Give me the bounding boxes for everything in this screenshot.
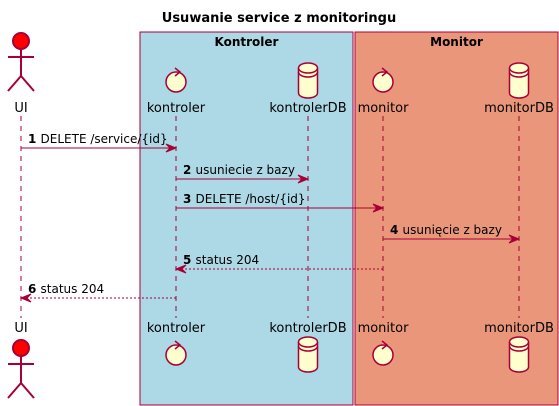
control-icon	[165, 67, 187, 93]
message-label: 1 DELETE /service/{id}	[28, 132, 168, 146]
participant-top-kontroler: kontroler	[147, 101, 206, 116]
participant-bottom-monitor: monitor	[358, 321, 410, 336]
participant-top-kontrolerDB: kontrolerDB	[269, 101, 346, 116]
message-text: status 204	[41, 282, 105, 296]
message-label: 2 usuniecie z bazy	[183, 163, 295, 177]
diagram-title: Usuwanie service z monitoringu	[162, 11, 396, 26]
database-icon	[297, 62, 319, 99]
participant-bottom-kontrolerDB: kontrolerDB	[269, 321, 346, 336]
message-number: 4	[390, 223, 403, 237]
participant-bottom-monitorDB: monitorDB	[484, 321, 554, 336]
message-4: 4 usunięcie z bazy	[383, 223, 521, 244]
participant-bottom-kontroler: kontroler	[147, 321, 206, 336]
control-icon	[165, 340, 187, 366]
actor-icon	[7, 32, 35, 92]
message-5: 5 status 204	[174, 253, 383, 274]
message-2: 2 usuniecie z bazy	[176, 163, 310, 184]
participant-top-monitorDB: monitorDB	[484, 101, 554, 116]
message-number: 3	[183, 192, 196, 206]
message-label: 4 usunięcie z bazy	[390, 223, 502, 237]
arrowhead-icon	[19, 293, 32, 303]
box-title-kontroler: Kontroler	[215, 35, 279, 49]
message-number: 6	[28, 282, 41, 296]
arrowhead-icon	[508, 234, 521, 244]
database-icon	[508, 336, 530, 373]
participant-top-monitor: monitor	[358, 101, 410, 116]
participant-bottom-ui: UI	[14, 321, 27, 336]
control-icon	[372, 67, 394, 93]
message-text: DELETE /host/{id}	[196, 192, 306, 206]
message-label: 6 status 204	[28, 282, 104, 296]
message-text: status 204	[196, 253, 260, 267]
message-number: 2	[183, 163, 196, 177]
message-6: 6 status 204	[19, 282, 176, 303]
database-icon	[297, 336, 319, 373]
arrowhead-icon	[165, 143, 178, 153]
arrowhead-icon	[174, 264, 187, 274]
database-icon	[508, 62, 530, 99]
message-text: DELETE /service/{id}	[41, 132, 168, 146]
message-3: 3 DELETE /host/{id}	[176, 192, 385, 213]
message-label: 5 status 204	[183, 253, 259, 267]
box-title-monitor: Monitor	[430, 35, 483, 49]
arrowhead-icon	[372, 203, 385, 213]
message-1: 1 DELETE /service/{id}	[21, 132, 178, 153]
message-label: 3 DELETE /host/{id}	[183, 192, 306, 206]
message-text: usunięcie z bazy	[403, 223, 502, 237]
arrowhead-icon	[297, 174, 310, 184]
message-number: 5	[183, 253, 196, 267]
control-icon	[372, 340, 394, 366]
actor-icon	[7, 339, 35, 399]
participant-top-ui: UI	[14, 101, 27, 116]
message-number: 1	[28, 132, 41, 146]
message-text: usuniecie z bazy	[196, 163, 295, 177]
